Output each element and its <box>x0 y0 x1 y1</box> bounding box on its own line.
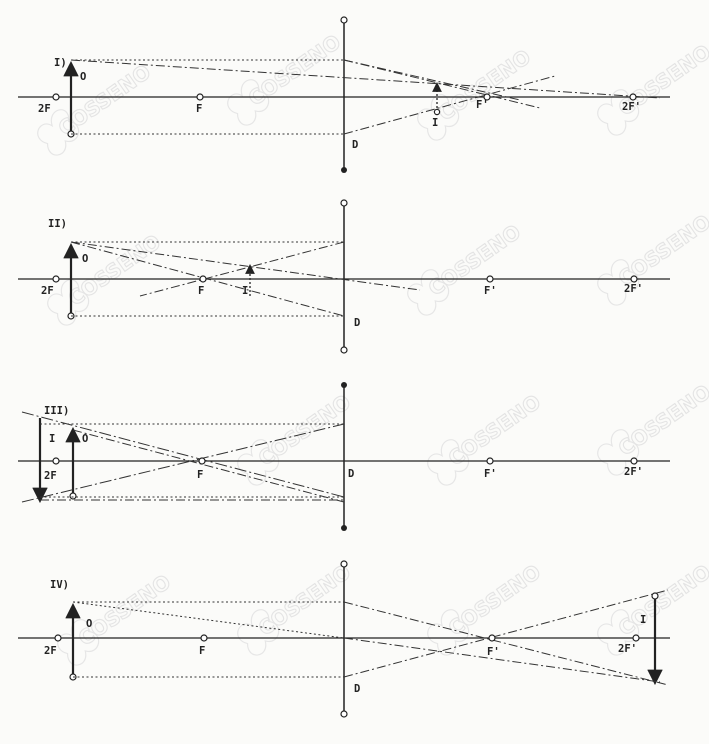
ray-refracted-1 <box>139 241 345 297</box>
point-f-prime <box>488 634 496 642</box>
point-2f <box>52 93 60 101</box>
watermark-text: COSSENO <box>614 380 709 461</box>
label-f: F <box>198 285 204 297</box>
ray-through-f <box>72 429 345 503</box>
ray-chief-out <box>343 637 661 683</box>
label-2f: 2F <box>38 103 51 115</box>
panel-2: II) O I D 2F F F' 2F' <box>18 199 670 354</box>
ray-chief-1 <box>70 59 661 99</box>
lens-bottom-end <box>341 167 347 173</box>
watermark-layer: COSSENO COSSENO COSSENO COSSENO COSSENO … <box>37 29 709 666</box>
label-2f: 2F <box>44 645 57 657</box>
object-label: O <box>82 253 88 265</box>
watermark-text: COSSENO <box>614 560 709 641</box>
lens-top-end <box>340 560 348 568</box>
point-2f-prime <box>630 275 638 283</box>
ray-extended-2 <box>21 423 345 503</box>
panel-numeral: I) <box>54 57 67 69</box>
label-f: F <box>199 645 205 657</box>
ray-refracted-1 <box>343 601 669 686</box>
lens-top-end <box>341 382 347 388</box>
watermark-text: COSSENO <box>64 230 165 311</box>
point-2f-prime <box>630 457 638 465</box>
lens-label: D <box>348 468 354 480</box>
watermark-text: COSSENO <box>54 60 155 141</box>
lens-top-end <box>340 199 348 207</box>
watermark-text: COSSENO <box>244 30 345 111</box>
label-f-prime: F' <box>487 646 500 658</box>
image-label: I <box>432 117 438 129</box>
object-label: O <box>86 618 92 630</box>
image-label: I <box>49 433 55 445</box>
panel-numeral: IV) <box>50 579 69 591</box>
label-2f-prime: 2F' <box>622 101 641 113</box>
point-2f <box>52 457 60 465</box>
label-f: F <box>197 469 203 481</box>
ray-refracted-2 <box>343 589 669 678</box>
lens-top-end <box>340 16 348 24</box>
ray-chief <box>72 601 345 639</box>
ray-chief-2 <box>343 59 521 101</box>
panel-3: III) O I D 2F F F' 2F' <box>18 382 670 531</box>
point-f-prime <box>486 457 494 465</box>
panel-1: I) O I D 2F F F' 2F' <box>18 16 670 173</box>
watermark-text: COSSENO <box>444 560 545 641</box>
label-2f-prime: 2F' <box>624 283 643 295</box>
ray-extended-1 <box>21 411 345 498</box>
object-label: O <box>82 433 88 445</box>
panel-numeral: III) <box>44 405 69 417</box>
watermark-text: COSSENO <box>254 390 355 471</box>
label-2f: 2F <box>44 470 57 482</box>
point-2f-prime <box>629 93 637 101</box>
panel-numeral: II) <box>48 218 67 230</box>
panel-4: IV) O I D 2F F F' 2F' <box>18 560 670 718</box>
point-f <box>196 93 204 101</box>
label-f-prime: F' <box>476 99 489 111</box>
label-2f: 2F <box>41 285 54 297</box>
point-f-prime <box>483 93 491 101</box>
object-base <box>69 492 77 500</box>
ray-refracted-2 <box>70 241 345 317</box>
point-f <box>198 457 206 465</box>
lens-label: D <box>352 139 358 151</box>
point-2f <box>54 634 62 642</box>
lens-label: D <box>354 683 360 695</box>
lens-bottom-end <box>340 346 348 354</box>
lens-bottom-end <box>341 525 347 531</box>
label-2f-prime: 2F' <box>624 466 643 478</box>
ray-refracted-2 <box>343 75 556 135</box>
watermark-text: COSSENO <box>424 220 525 301</box>
point-2f <box>52 275 60 283</box>
point-f <box>199 275 207 283</box>
label-f-prime: F' <box>484 468 497 480</box>
point-2f-prime <box>632 634 640 642</box>
label-2f-prime: 2F' <box>618 643 637 655</box>
object-label: O <box>80 71 86 83</box>
image-top <box>651 592 659 600</box>
lens-label: D <box>354 317 360 329</box>
image-label: I <box>242 285 248 297</box>
lens-bottom-end <box>340 710 348 718</box>
label-f-prime: F' <box>484 285 497 297</box>
point-f <box>200 634 208 642</box>
label-f: F <box>196 103 202 115</box>
watermark-text: COSSENO <box>444 390 545 471</box>
watermark-text: COSSENO <box>254 560 355 641</box>
image-label: I <box>640 614 646 626</box>
point-f-prime <box>486 275 494 283</box>
image-base <box>433 108 441 116</box>
